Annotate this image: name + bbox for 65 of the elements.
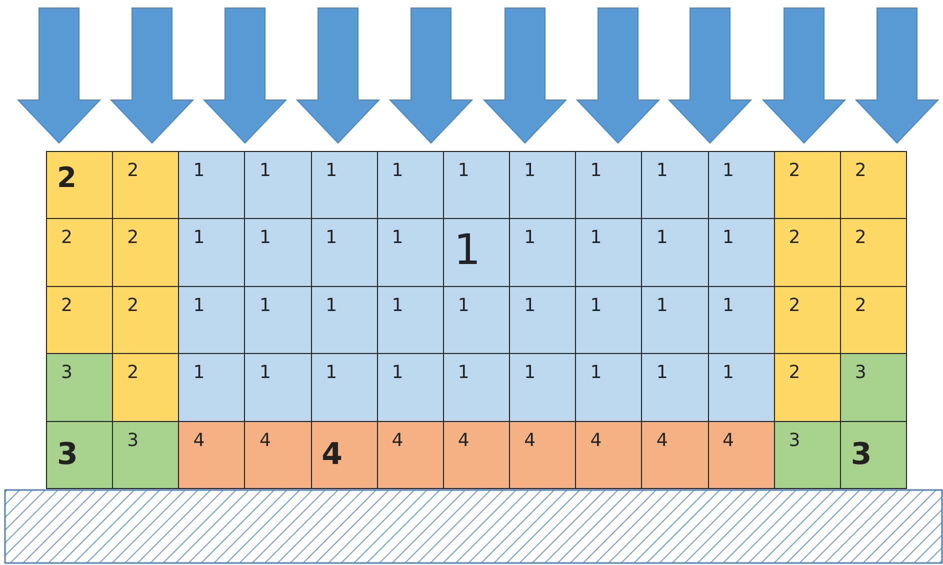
grid-cell: 3: [840, 420, 907, 489]
grid-cell: 2: [840, 286, 907, 354]
grid-cell: 1: [641, 218, 709, 287]
grid-cell: 1: [376, 353, 444, 422]
grid-cell: 4: [641, 420, 709, 489]
grid-cell: 1: [244, 218, 312, 287]
grid-cell: 2: [774, 151, 841, 220]
grid-cell: 1: [178, 353, 246, 422]
grid-cell: 1: [178, 218, 246, 287]
grid-cell: 2: [112, 353, 180, 422]
grid-cell: 2: [774, 218, 841, 287]
grid-cell: 1: [244, 353, 312, 422]
grid-cell: 3: [46, 420, 114, 489]
grid-cell: 1: [244, 286, 312, 354]
grid-cell: 2: [774, 286, 841, 354]
grid-cell: 4: [442, 420, 510, 489]
grid-cell: 1: [708, 218, 775, 287]
grid-cell: 4: [178, 420, 246, 489]
grid-cell: 1: [442, 151, 510, 220]
grid-cell: 4: [708, 420, 775, 489]
grid-cell: 3: [774, 420, 841, 489]
grid-cell: 1: [376, 151, 444, 220]
grid-cell: 2: [774, 353, 841, 422]
grid-cell: 4: [244, 420, 312, 489]
grid-cell: 1: [641, 151, 709, 220]
grid-cell: 4: [376, 420, 444, 489]
grid-cell: 1: [442, 286, 510, 354]
grid-cell: 1: [575, 151, 642, 220]
grid-cell: 2: [112, 218, 180, 287]
grid-cell: 1: [708, 353, 775, 422]
grid-cell: 2: [840, 151, 907, 220]
grid-cell: 1: [178, 151, 246, 220]
grid-cell: 2: [112, 286, 180, 354]
grid-cell: 1: [575, 286, 642, 354]
grid-cell: 1: [310, 218, 378, 287]
grid-cell: 4: [310, 420, 378, 489]
grid-cell: 3: [112, 420, 180, 489]
grid-cell: 4: [509, 420, 576, 489]
grid-cell: 1: [641, 353, 709, 422]
grid-cell: 4: [575, 420, 642, 489]
grid-cell: 1: [708, 151, 775, 220]
grid-cell: 1: [509, 218, 576, 287]
grid-cell: 1: [509, 353, 576, 422]
grid-cell: 3: [46, 353, 114, 422]
grid-cell: 1: [575, 218, 642, 287]
grid-cell: 1: [178, 286, 246, 354]
grid-cell: 3: [840, 353, 907, 422]
grid-cell: 1: [310, 286, 378, 354]
grid-cell: 1: [442, 218, 510, 287]
grid-cell: 1: [442, 353, 510, 422]
grid-cell: 1: [641, 286, 709, 354]
grid-cell: 1: [376, 218, 444, 287]
grid-cell: 1: [244, 151, 312, 220]
grid-cell: 1: [509, 286, 576, 354]
grid-cell: 2: [840, 218, 907, 287]
grid-cell: 1: [575, 353, 642, 422]
grid-cell: 1: [376, 286, 444, 354]
grid-cell: 1: [310, 353, 378, 422]
grid-cell: 1: [310, 151, 378, 220]
grid-cell: 2: [46, 286, 114, 354]
grid-cell: 2: [46, 151, 114, 220]
grid-cell: 2: [46, 218, 114, 287]
grid-cell: 1: [509, 151, 576, 220]
grid-cell: 1: [708, 286, 775, 354]
grid-cell: 2: [112, 151, 180, 220]
